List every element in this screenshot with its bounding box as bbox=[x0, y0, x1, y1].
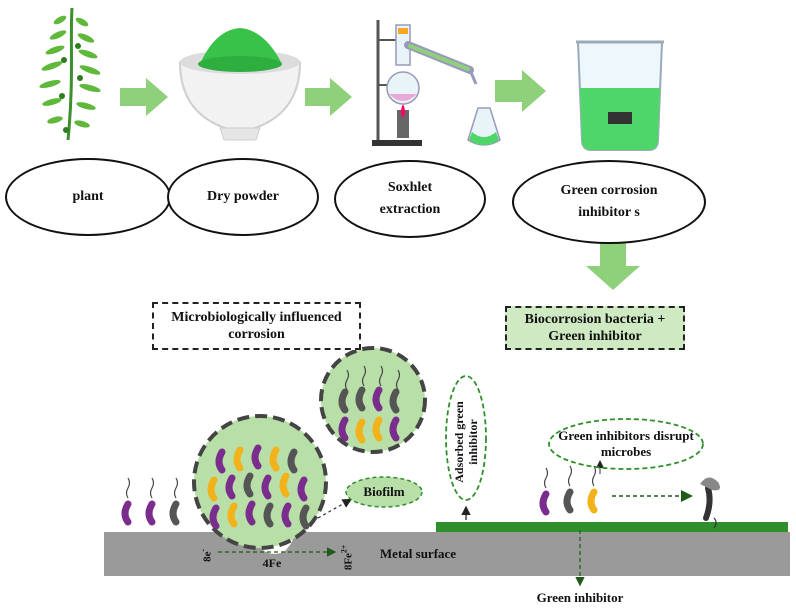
beaker-icon bbox=[576, 40, 664, 151]
iron-ion-label: 8Fe2+ bbox=[340, 540, 355, 574]
step-soxhlet-line2: extraction bbox=[379, 202, 441, 217]
adsorbed-inhibitor-label: Adsorbed green inhibitor bbox=[452, 382, 480, 502]
iron-ion-text: 8Fe bbox=[342, 553, 355, 571]
metal-surface bbox=[104, 532, 790, 576]
green-inhibitor-label: Green inhibitor bbox=[536, 590, 624, 605]
electron-text: 8e bbox=[201, 551, 214, 562]
bacteria-group-large bbox=[207, 444, 310, 530]
soxhlet-apparatus-icon bbox=[372, 20, 501, 146]
electron-sup: - bbox=[198, 548, 208, 552]
step-dry-powder-label: Dry powder bbox=[207, 189, 279, 204]
step-dry-powder: Dry powder bbox=[167, 158, 319, 236]
adsorbed-inhibitor-oval bbox=[445, 375, 487, 501]
plant-icon bbox=[39, 7, 101, 141]
iron-ion-sup: 2+ bbox=[339, 544, 349, 554]
bio-box-line1: Biocorrosion bacteria + bbox=[524, 312, 666, 327]
step-soxhlet-line1: Soxhlet bbox=[387, 180, 433, 195]
free-bacteria-right bbox=[539, 465, 598, 516]
flagella-small bbox=[344, 365, 401, 391]
disrupt-line2: microbes bbox=[600, 444, 652, 459]
disrupt-line1: Green inhibitors disrupt bbox=[558, 428, 694, 443]
biofilm-label: Biofilm bbox=[363, 484, 405, 499]
mic-box: Microbiologically influenced corrosion bbox=[152, 302, 361, 350]
electron-label: 8e- bbox=[199, 543, 214, 567]
inhibitor-film bbox=[436, 522, 788, 532]
arrow-soxhlet-to-beaker bbox=[495, 70, 546, 112]
arrow-cluster-to-biofilm bbox=[317, 498, 353, 519]
step-green-inhibitors-line1: Green corrosion bbox=[560, 183, 658, 198]
adsorbed-line2: inhibitor bbox=[466, 419, 480, 465]
metal-surface-label: Metal surface bbox=[379, 546, 457, 561]
arrow-powder-to-soxhlet bbox=[305, 78, 352, 116]
free-bacteria-left bbox=[121, 477, 180, 526]
disrupt-label: Green inhibitors disrupt microbes bbox=[552, 428, 700, 460]
step-plant-label: plant bbox=[72, 189, 104, 204]
step-green-inhibitors: Green corrosion inhibitor s bbox=[512, 160, 706, 244]
bowl-icon bbox=[178, 28, 302, 141]
bio-box-line2: Green inhibitor bbox=[548, 329, 642, 344]
biofilm-label-oval bbox=[345, 476, 423, 508]
mic-box-line2: corrosion bbox=[228, 327, 285, 342]
disrupt-label-oval bbox=[548, 418, 704, 470]
step-green-inhibitors-line2: inhibitor s bbox=[578, 205, 640, 220]
disrupted-microbe-icon bbox=[700, 477, 720, 529]
arrow-down-to-biobox bbox=[586, 240, 640, 290]
iron-label: 4Fe bbox=[262, 556, 282, 570]
bio-box: Biocorrosion bacteria + Green inhibitor bbox=[505, 306, 685, 350]
mic-box-line1: Microbiologically influenced bbox=[171, 310, 342, 325]
adsorbed-line1: Adsorbed green bbox=[452, 401, 466, 483]
step-soxhlet: Soxhlet extraction bbox=[334, 160, 486, 238]
arrow-plant-to-powder bbox=[120, 78, 168, 116]
step-plant: plant bbox=[5, 158, 171, 236]
bacteria-group-small bbox=[338, 386, 400, 444]
